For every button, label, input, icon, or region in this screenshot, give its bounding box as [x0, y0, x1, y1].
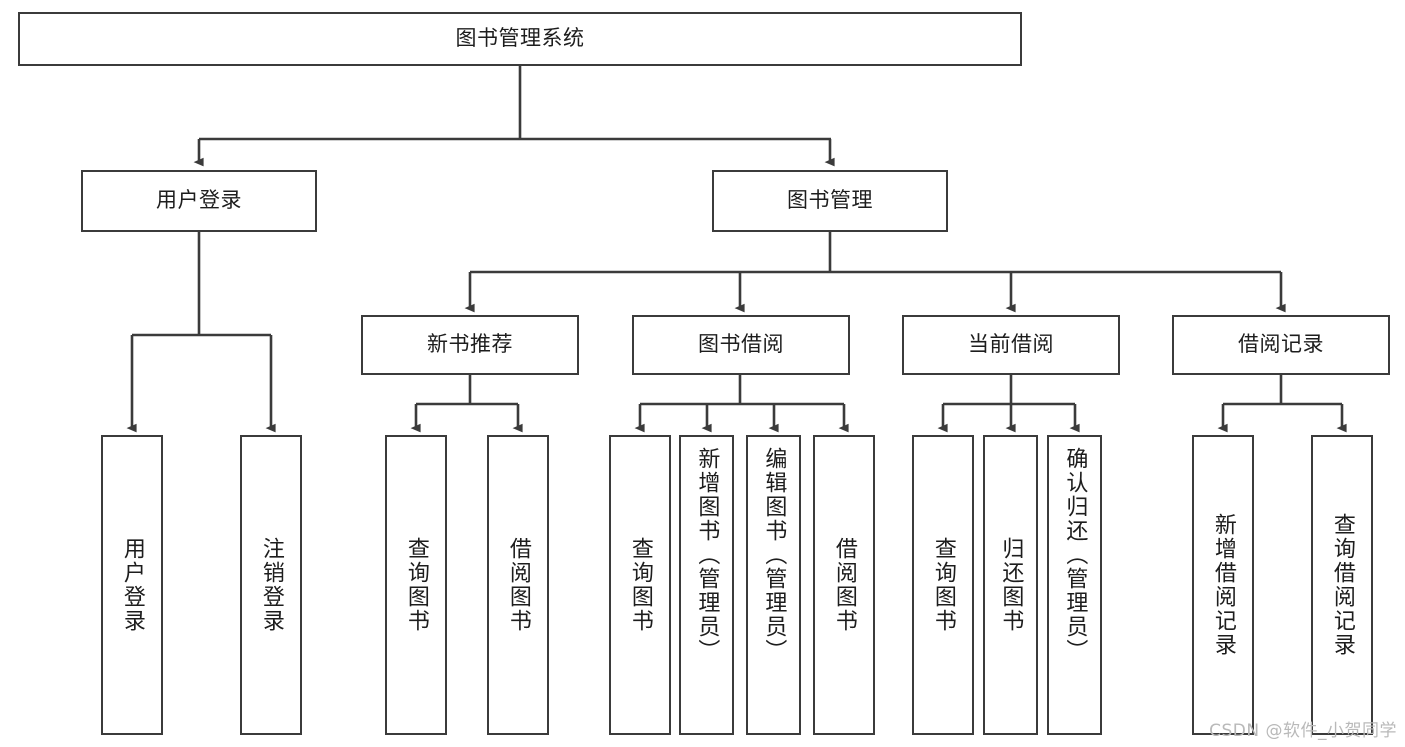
- leaf-borrow-books-borrow[interactable]: 借阅图书: [813, 435, 875, 735]
- leaf-user-login-label: 用户登录: [119, 537, 145, 633]
- node-book-borrow-label: 图书借阅: [698, 332, 784, 357]
- leaf-add-book-admin-label: 新增图书（管理员）: [694, 447, 720, 663]
- leaf-confirm-return-admin[interactable]: 确认归还（管理员）: [1047, 435, 1102, 735]
- leaf-query-books-borrow[interactable]: 查询图书: [609, 435, 671, 735]
- leaf-logout[interactable]: 注销登录: [240, 435, 302, 735]
- leaf-user-login[interactable]: 用户登录: [101, 435, 163, 735]
- node-root-label: 图书管理系统: [455, 26, 585, 51]
- leaf-return-books-label: 归还图书: [998, 537, 1024, 633]
- leaf-query-borrow-record-label: 查询借阅记录: [1329, 513, 1355, 657]
- leaf-borrow-books-recommend-label: 借阅图书: [505, 537, 531, 633]
- node-new-book-recommend[interactable]: 新书推荐: [361, 315, 579, 375]
- node-book-management-label: 图书管理: [787, 188, 873, 213]
- node-user-login[interactable]: 用户登录: [81, 170, 317, 232]
- node-user-login-label: 用户登录: [156, 188, 242, 213]
- leaf-query-books-recommend[interactable]: 查询图书: [385, 435, 447, 735]
- leaf-add-book-admin[interactable]: 新增图书（管理员）: [679, 435, 734, 735]
- leaf-confirm-return-admin-label: 确认归还（管理员）: [1062, 447, 1088, 663]
- node-book-management[interactable]: 图书管理: [712, 170, 948, 232]
- node-new-book-recommend-label: 新书推荐: [427, 332, 513, 357]
- leaf-return-books[interactable]: 归还图书: [983, 435, 1038, 735]
- leaf-query-books-current-label: 查询图书: [930, 537, 956, 633]
- leaf-query-books-borrow-label: 查询图书: [627, 537, 653, 633]
- node-current-borrow-label: 当前借阅: [968, 332, 1054, 357]
- leaf-query-books-current[interactable]: 查询图书: [912, 435, 974, 735]
- node-borrow-records-label: 借阅记录: [1238, 332, 1324, 357]
- node-borrow-records[interactable]: 借阅记录: [1172, 315, 1390, 375]
- node-root[interactable]: 图书管理系统: [18, 12, 1022, 66]
- leaf-logout-label: 注销登录: [258, 537, 284, 633]
- leaf-add-borrow-record-label: 新增借阅记录: [1210, 513, 1236, 657]
- leaf-query-books-recommend-label: 查询图书: [403, 537, 429, 633]
- leaf-borrow-books-borrow-label: 借阅图书: [831, 537, 857, 633]
- leaf-edit-book-admin[interactable]: 编辑图书（管理员）: [746, 435, 801, 735]
- leaf-borrow-books-recommend[interactable]: 借阅图书: [487, 435, 549, 735]
- node-current-borrow[interactable]: 当前借阅: [902, 315, 1120, 375]
- leaf-query-borrow-record[interactable]: 查询借阅记录: [1311, 435, 1373, 735]
- leaf-add-borrow-record[interactable]: 新增借阅记录: [1192, 435, 1254, 735]
- node-book-borrow[interactable]: 图书借阅: [632, 315, 850, 375]
- leaf-edit-book-admin-label: 编辑图书（管理员）: [761, 447, 787, 663]
